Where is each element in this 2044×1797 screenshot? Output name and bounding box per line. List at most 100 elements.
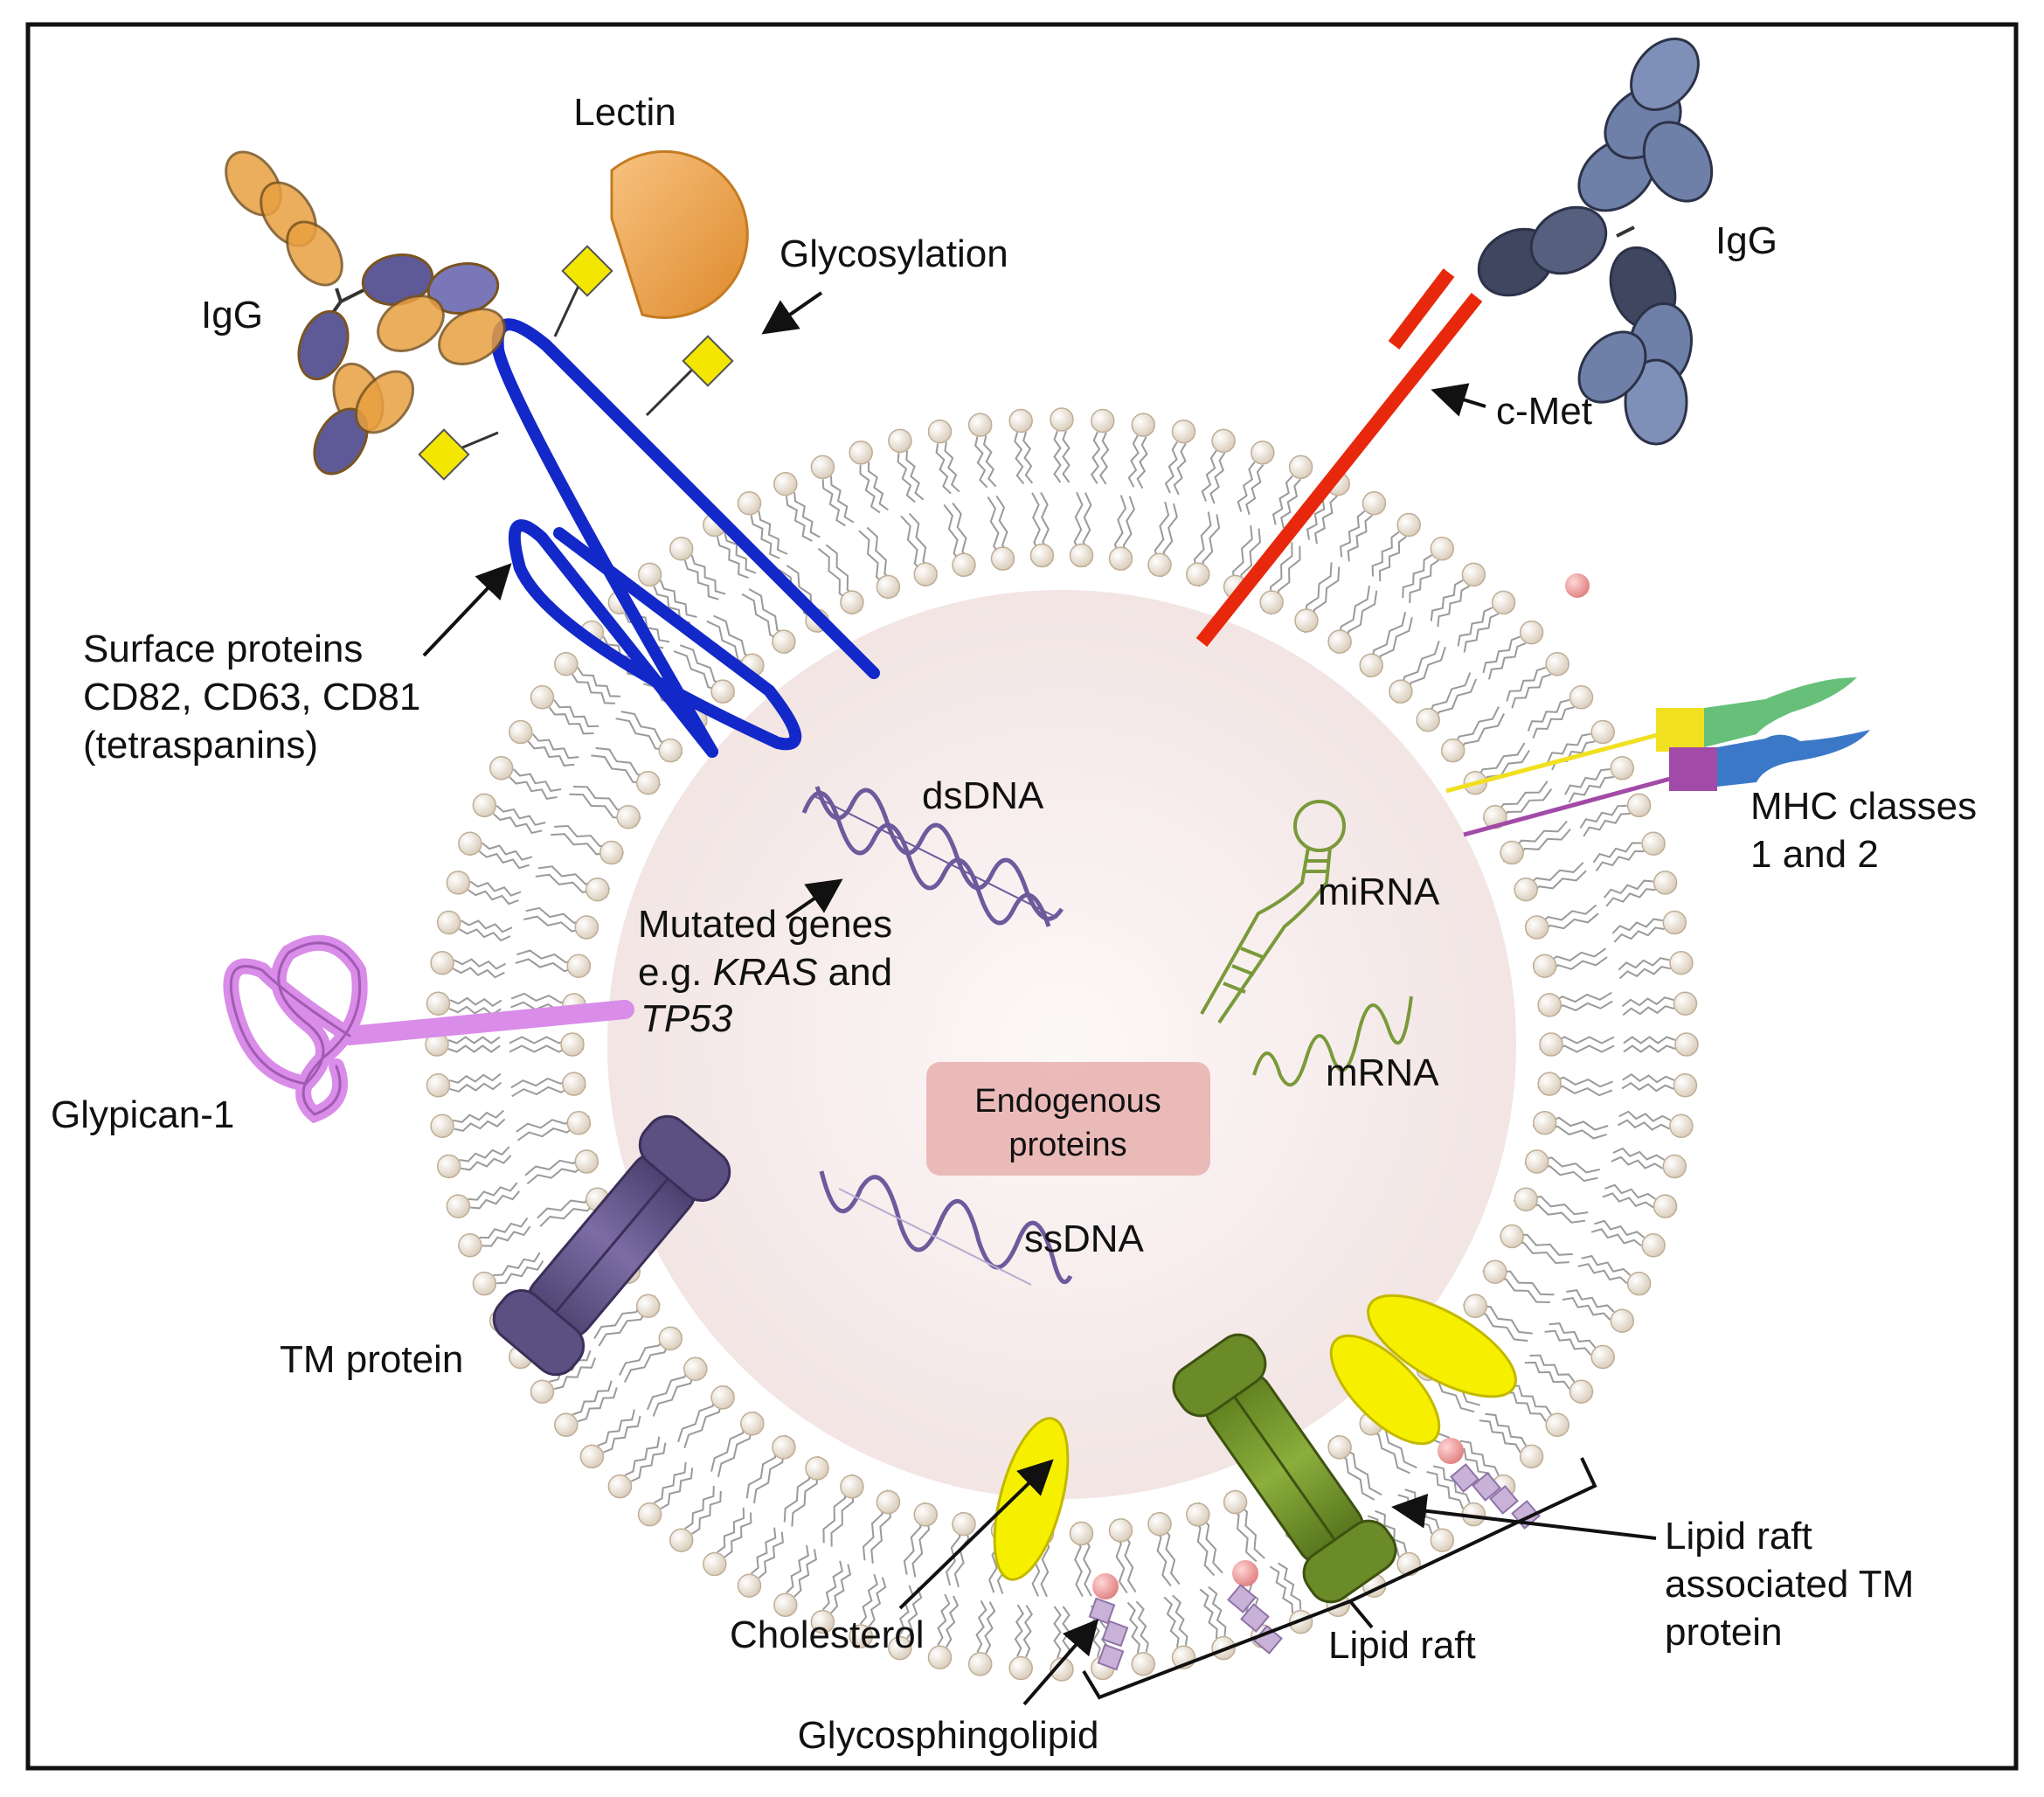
lipid-head (1029, 543, 1055, 568)
glypican-label: Glypican-1 (51, 1093, 234, 1136)
endogenous-proteins-label-2: proteins (1008, 1127, 1126, 1163)
lipid-head (1362, 491, 1387, 516)
lipid-tail (1457, 607, 1493, 647)
lipid-tail (751, 1527, 777, 1575)
lipid-tail (659, 579, 697, 618)
lipid-tail (1245, 464, 1265, 516)
lipid-head (927, 419, 953, 444)
ssdna-icon (819, 1170, 1073, 1285)
lipid-head (1223, 1489, 1248, 1515)
lipid-head (1626, 793, 1652, 818)
lipid-head (1440, 738, 1465, 763)
lipid-tail (1164, 441, 1178, 494)
lipid-tail (1506, 666, 1547, 702)
lipid-tail (821, 479, 847, 527)
lipid-tail (1371, 531, 1400, 577)
lipid-head (773, 471, 798, 496)
kras-gene: KRAS (713, 951, 818, 994)
cmet-arrow (1431, 383, 1486, 417)
lipid-head (1430, 1528, 1455, 1552)
lipid-head (1108, 546, 1133, 571)
lipid-head (1641, 831, 1666, 856)
lipid-head (1500, 840, 1524, 865)
lipid-head (805, 1456, 829, 1481)
surface-proteins-label-1: Surface proteins (83, 628, 363, 670)
lipid-tail (1340, 510, 1366, 558)
lipid-tail (1269, 1565, 1293, 1613)
lipid-head (530, 1379, 555, 1404)
lipid-tail (1135, 1600, 1149, 1653)
tetraspanin-protein (491, 318, 880, 758)
lipid-head (840, 590, 864, 614)
lipid-head (1537, 1072, 1562, 1096)
ssdna-label: ssDNA (1024, 1218, 1145, 1260)
lipid-tail (1532, 706, 1575, 739)
lipid-tail (553, 699, 599, 728)
lipid-tail (1022, 431, 1034, 484)
lipid-head (562, 1072, 586, 1096)
cmet-label: c-Met (1496, 390, 1592, 433)
lipid-head (1327, 1435, 1352, 1460)
lipid-tail (468, 1182, 518, 1201)
lipid-head (1569, 685, 1594, 710)
lipid-tail (495, 804, 546, 826)
igg-left-icon (225, 150, 506, 475)
lipid-tail (1621, 1081, 1674, 1093)
lipid-tail (859, 1573, 878, 1625)
lipid-tail (935, 443, 952, 495)
lipid-tail (1090, 431, 1101, 484)
lipid-head (1610, 756, 1635, 781)
lipid-tail (1277, 1562, 1302, 1610)
lipid-head (488, 756, 514, 781)
lipid-tail (1127, 434, 1140, 488)
lipid-tail (492, 813, 543, 835)
lipid-tail (1208, 1585, 1227, 1636)
lipid-tail (527, 740, 575, 767)
lipid-tail (597, 1409, 635, 1447)
lipid-tail (1612, 1147, 1666, 1161)
lipid-tail (1488, 642, 1527, 680)
lipid-head (1430, 537, 1455, 561)
lipid-head (1050, 1657, 1074, 1682)
lipid-head (426, 991, 451, 1016)
lipid-head (927, 1645, 953, 1670)
lipid-tail (1622, 1072, 1675, 1084)
lipid-head (1514, 1187, 1538, 1212)
lipid-head (426, 1073, 451, 1098)
glycan-icon (418, 428, 470, 481)
lipid-head (1641, 1233, 1666, 1258)
lipid-head (952, 1511, 976, 1537)
lipid-tail (906, 1587, 923, 1639)
lipid-tail (482, 1225, 531, 1247)
lipid-tail (449, 1081, 502, 1093)
surface-proteins-label-3: (tetraspanins) (83, 724, 318, 767)
mhc-label-1: MHC classes (1750, 785, 1977, 828)
lipid-head (1545, 1412, 1569, 1438)
lipid-tail (1126, 1601, 1140, 1654)
lipid-head (703, 1551, 727, 1577)
lipid-tail (1618, 966, 1671, 980)
lipid-head (658, 1326, 683, 1351)
lipid-tail (1622, 1005, 1675, 1016)
lipid-tail (1271, 475, 1293, 525)
lipid-tail (1199, 1588, 1218, 1639)
surface-proteins-label-2: CD82, CD63, CD81 (83, 676, 420, 718)
lipid-head (1288, 454, 1313, 480)
lipid-head (1186, 1502, 1210, 1527)
lipid-tail (683, 559, 719, 600)
lipid-head (810, 454, 835, 480)
lipid-tail (1527, 698, 1570, 732)
lipid-tail (1201, 450, 1217, 502)
lipid-tail (944, 441, 960, 493)
lipid-head (773, 1592, 798, 1618)
mutated-genes-arrow (785, 878, 843, 919)
mirna-icon (1200, 800, 1346, 1024)
lipid-head (990, 546, 1015, 571)
lipid-tail (1485, 1412, 1527, 1447)
lipid-tail (458, 928, 511, 942)
lipid-tail (454, 1118, 506, 1132)
lipid-tail (447, 1036, 501, 1044)
glycosylation-label: Glycosylation (779, 232, 1008, 275)
lipid-head (1590, 1344, 1615, 1370)
lipid-raft-tm-arrow (1391, 1493, 1657, 1540)
